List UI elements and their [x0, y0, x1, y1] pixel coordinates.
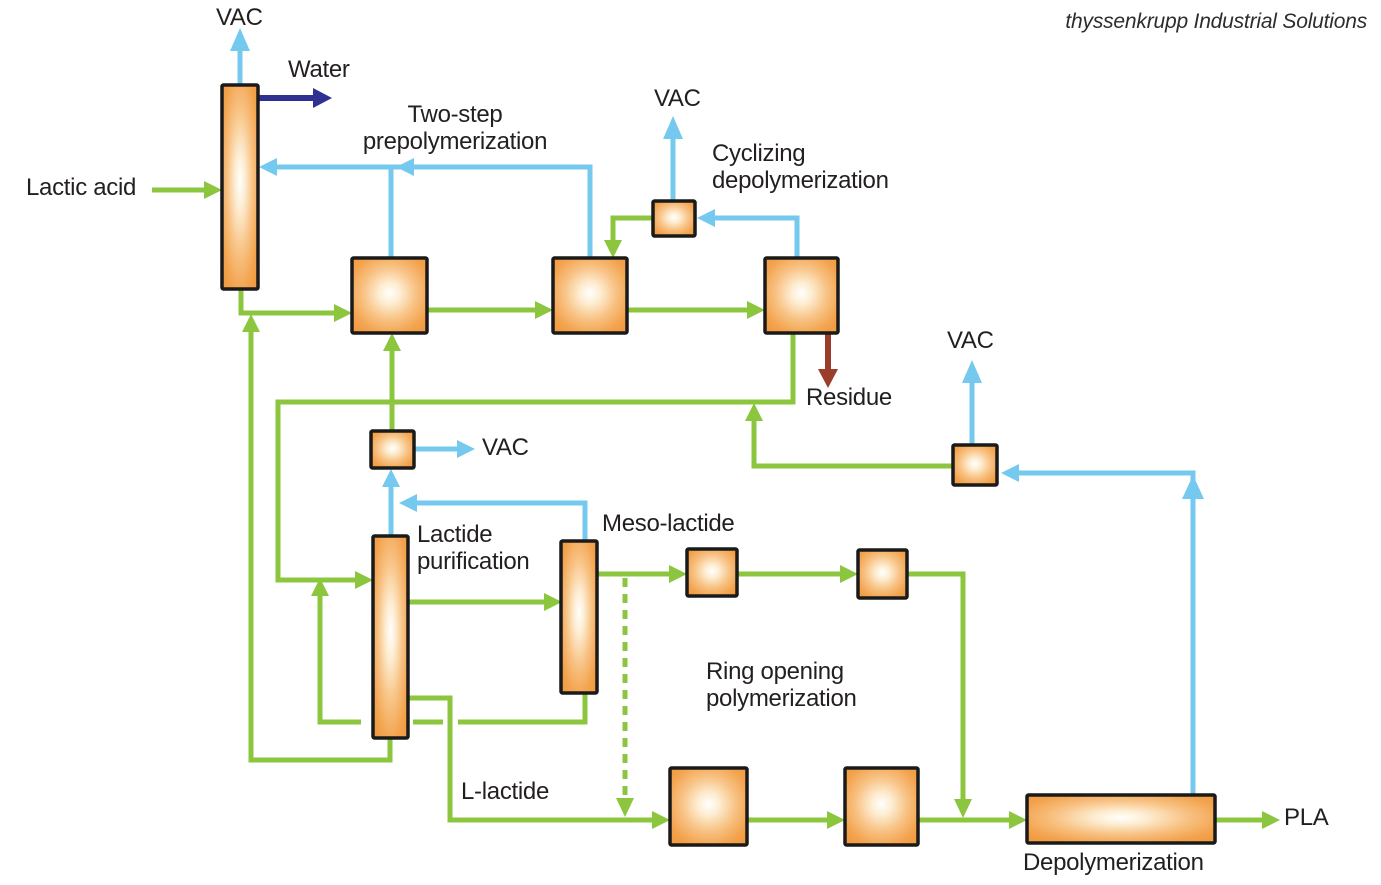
- meso-lactide-label: Meso-lactide: [602, 510, 735, 537]
- blue-vapor-arrowheads: [230, 28, 1204, 512]
- into-reactor1-arrowhead: [334, 304, 352, 322]
- residue-label: Residue: [806, 384, 892, 411]
- columnA-vapor-arrowhead: [382, 469, 400, 487]
- lactic-acid-label: Lactic acid: [26, 174, 137, 201]
- into-rop2-arrowhead: [840, 565, 858, 583]
- meso-dashed-arrowhead: [616, 798, 634, 817]
- depoly-vapor-mid-arrowhead: [1182, 475, 1204, 499]
- lactide-purification-columnA-vessel: [371, 534, 410, 740]
- green-stream-arrowheads: [204, 181, 1280, 829]
- meso-rop-reactor2-vessel: [856, 548, 909, 600]
- pla-product-arrowhead: [1262, 811, 1280, 829]
- vapor-into-final-condenser-arrowhead: [1001, 464, 1019, 482]
- cyclizing-return-arrowhead: [604, 240, 622, 258]
- rop2-merge-arrowhead: [954, 799, 972, 818]
- final-condenser-vessel: [951, 443, 999, 487]
- cyclizing-depolymerization-label: Cyclizing depolymerization: [712, 140, 889, 194]
- vapor-into-cyclizing-arrowhead: [697, 209, 715, 227]
- prepoly-vapor-recycle-line: [277, 164, 593, 258]
- l-rop-reactor2-vessel: [843, 766, 920, 847]
- vac-final-condenser-label: VAC: [947, 327, 994, 354]
- l-rop-reactor1-vessel: [668, 766, 749, 847]
- final-condenser-vac-arrowhead: [962, 360, 982, 383]
- condenser-riser-arrowhead: [383, 333, 401, 351]
- vessels: [220, 83, 1217, 847]
- pla-label: PLA: [1284, 804, 1329, 831]
- lactide-condenser-vessel: [369, 429, 416, 470]
- lactide-condenser-vac-arrowhead: [457, 440, 475, 458]
- recycle-up-arrowhead: [242, 314, 260, 332]
- evaporation-column-vessel: [220, 83, 260, 291]
- prepoly-reactor2-vessel: [551, 256, 629, 335]
- column-bottoms-to-reactor1-line: [238, 287, 335, 316]
- l-lactide-label: L-lactide: [461, 778, 550, 805]
- two-step-prepolymerization-label: Two-step prepolymerization: [362, 101, 548, 155]
- into-depoly-arrowhead: [1009, 811, 1027, 829]
- cyclizing-depoly-reactor-vessel: [763, 256, 840, 335]
- cyclizing-condenser-outlet-line: [610, 215, 653, 241]
- vac-top-label: VAC: [216, 4, 263, 31]
- lactic-acid-feed-arrowhead: [204, 181, 222, 199]
- green-stream-lines: [152, 187, 1263, 823]
- final-condenser-return-arrowhead: [745, 403, 763, 421]
- cyclizing-vac-arrowhead: [663, 116, 683, 139]
- depoly-vapor-line: [1019, 470, 1196, 795]
- vapor-recycle-mid-arrowhead: [396, 158, 414, 176]
- vac-cyclizing-label: VAC: [654, 85, 701, 112]
- l-lactide-line: [408, 695, 653, 823]
- cyclizing-vapor-line: [715, 215, 800, 258]
- water-label: Water: [288, 56, 350, 83]
- vac-lactide-condenser-label: VAC: [482, 434, 529, 461]
- column-vac-arrowhead: [230, 28, 250, 51]
- thyssenkrupp-logo-text: thyssenkrupp Industrial Solutions: [1065, 10, 1367, 33]
- reactor3-bottoms-recycle-line: [275, 333, 796, 583]
- vapor-into-column-arrowhead: [259, 158, 277, 176]
- into-rop4-arrowhead: [827, 811, 845, 829]
- ring-opening-polymerization-label: Ring opening polymerization: [706, 658, 857, 712]
- into-rop1-arrowhead: [669, 565, 687, 583]
- into-rop3-arrowhead: [652, 811, 670, 829]
- final-condenser-outlet-line: [751, 421, 953, 469]
- columnB-vapor-arrowhead: [399, 494, 417, 512]
- prepoly-reactor1-vessel: [350, 256, 429, 335]
- columnB-bottoms-recycle-line: [317, 595, 588, 725]
- blue-vapor-lines: [237, 50, 1196, 795]
- into-reactor2-arrowhead: [535, 301, 553, 319]
- depolymerization-vessel: [1025, 793, 1217, 845]
- into-columnB-arrowhead: [544, 593, 562, 611]
- lactide-purification-columnB-vessel: [559, 539, 599, 695]
- lactide-purification-label: Lactide purification: [417, 521, 530, 575]
- residue-arrowhead: [818, 369, 838, 388]
- cyclizing-condenser-vessel: [651, 199, 697, 238]
- water-arrowhead: [313, 88, 332, 108]
- purification-bottoms-recycle-line: [248, 332, 393, 763]
- columnB-vapor-line: [417, 500, 588, 541]
- into-reactor3-arrowhead: [747, 301, 765, 319]
- rop2-down-line: [907, 571, 966, 801]
- columnB-recycle-arrowhead: [311, 578, 329, 596]
- depolymerization-label: Depolymerization: [1023, 849, 1204, 876]
- into-columnA-arrowhead: [355, 571, 373, 589]
- meso-rop-reactor1-vessel: [685, 547, 739, 598]
